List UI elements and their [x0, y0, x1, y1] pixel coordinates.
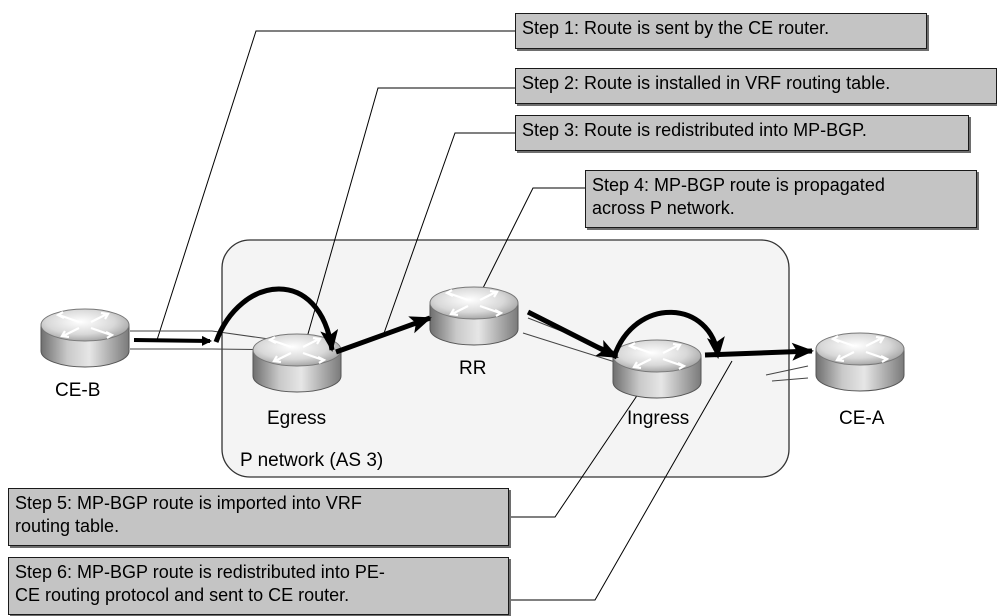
- callout-line-step-1: [156, 30, 515, 341]
- callout-lines: [156, 30, 733, 601]
- step-2-text: Step 2: Route is installed in VRF routin…: [522, 73, 891, 93]
- p-network-region: [221, 239, 790, 478]
- step-6-text-line-1: Step 6: MP-BGP route is redistributed in…: [15, 562, 385, 582]
- step-1-box: Step 1: Route is sent by the CE router.: [515, 13, 927, 49]
- router-label-ce-a: CE-A: [839, 408, 885, 429]
- arrow-ce-b-to-egress: [133, 335, 212, 346]
- arrow-ingress-to-ce-a: [704, 342, 814, 361]
- step-3-box: Step 3: Route is redistributed into MP-B…: [515, 115, 969, 151]
- router-icon-rr: [428, 285, 520, 347]
- callout-line-step-6: [509, 360, 733, 601]
- p-network-label: P network (AS 3): [240, 450, 384, 471]
- step-2-box: Step 2: Route is installed in VRF routin…: [515, 68, 997, 104]
- step-3-text: Step 3: Route is redistributed into MP-B…: [522, 120, 867, 140]
- router-label-egress: Egress: [267, 408, 327, 429]
- router-icon-ingress: [611, 338, 703, 400]
- router-icon-ce-b: [39, 307, 131, 369]
- step-5-text-line-1: Step 5: MP-BGP route is imported into VR…: [15, 493, 362, 513]
- callout-line-step-2: [301, 87, 515, 356]
- arrow-egress-loop: [213, 286, 339, 352]
- step-5-text-line-2: routing table.: [15, 516, 120, 536]
- route-flow-arrows: [133, 286, 814, 361]
- callout-line-step-4: [477, 187, 585, 299]
- router-label-rr: RR: [459, 358, 487, 379]
- arrow-ingress-loop: [611, 309, 725, 359]
- arrow-egress-to-rr: [335, 315, 432, 355]
- arrow-rr-to-ingress: [526, 309, 619, 360]
- step-1-text: Step 1: Route is sent by the CE router.: [522, 18, 830, 38]
- callout-line-step-3: [382, 132, 515, 337]
- router-icon-egress: [251, 332, 343, 394]
- router-label-ingress: Ingress: [627, 408, 690, 429]
- step-4-box: Step 4: MP-BGP route is propagated acros…: [585, 170, 977, 228]
- step-4-text-line-1: Step 4: MP-BGP route is propagated: [592, 175, 885, 195]
- callout-line-step-5: [509, 365, 658, 518]
- step-5-box: Step 5: MP-BGP route is imported into VR…: [8, 488, 509, 546]
- step-6-text-line-2: CE routing protocol and sent to CE route…: [15, 585, 350, 605]
- step-4-text-line-2: across P network.: [592, 198, 735, 218]
- router-icon-ce-a: [814, 331, 906, 393]
- router-label-ce-b: CE-B: [55, 380, 101, 401]
- step-6-box: Step 6: MP-BGP route is redistributed in…: [8, 557, 509, 615]
